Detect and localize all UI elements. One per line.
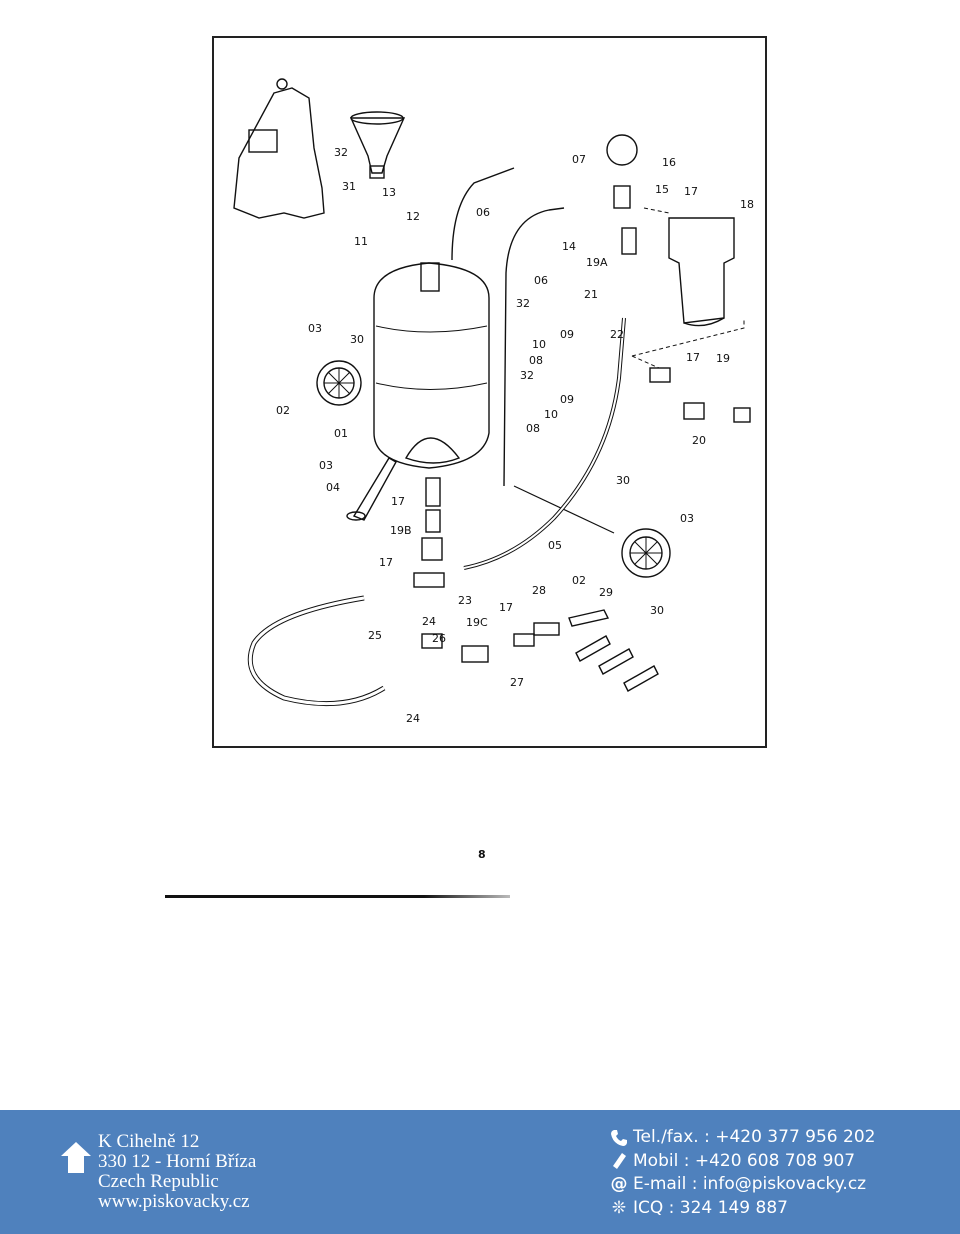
callout-05: 05 [548, 539, 562, 552]
callout-08: 08 [529, 354, 543, 367]
separator-line [165, 895, 510, 898]
callout-25: 25 [368, 629, 382, 642]
callout-08: 08 [526, 422, 540, 435]
phone-icon [605, 1129, 633, 1147]
callout-11: 11 [354, 235, 368, 248]
cart-frame [503, 207, 565, 487]
website-link[interactable]: www.piskovacky.cz [98, 1191, 250, 1212]
callout-06: 06 [476, 206, 490, 219]
address-city: 330 12 - Horní Bříza [98, 1151, 257, 1172]
callout-30: 30 [350, 333, 364, 346]
blast-hose [247, 595, 386, 707]
phone-text[interactable]: Tel./fax. : +420 377 956 202 [633, 1127, 876, 1147]
callout-09: 09 [560, 328, 574, 341]
callout-27: 27 [510, 676, 524, 689]
callout-02: 02 [572, 574, 586, 587]
callout-10: 10 [532, 338, 546, 351]
callout-19c: 19C [466, 616, 488, 629]
bottom-valve [425, 477, 441, 507]
company-address: K Cihelně 12 330 12 - Horní Bříza Czech … [98, 1132, 256, 1212]
contact-phone: Tel./fax. : +420 377 956 202 [605, 1126, 875, 1150]
callout-19a: 19A [586, 256, 608, 269]
blast-hood [233, 87, 325, 219]
callout-19b: 19B [390, 524, 412, 537]
home-icon [61, 1142, 91, 1173]
mobile-text[interactable]: Mobil : +420 608 708 907 [633, 1150, 856, 1171]
water-separator [668, 217, 735, 324]
callout-17: 17 [686, 351, 700, 364]
callout-28: 28 [532, 584, 546, 597]
callout-32: 32 [334, 146, 348, 159]
callout-32: 32 [516, 297, 530, 310]
callout-13: 13 [382, 186, 396, 199]
callout-26: 26 [432, 632, 446, 645]
callout-03: 03 [319, 459, 333, 472]
callout-17: 17 [391, 495, 405, 508]
contact-email: @ E-mail : info@piskovacky.cz [605, 1173, 875, 1197]
callout-10: 10 [544, 408, 558, 421]
callout-12: 12 [406, 210, 420, 223]
callout-02: 02 [276, 404, 290, 417]
callout-20: 20 [692, 434, 706, 447]
callout-17: 17 [379, 556, 393, 569]
left-wheel [316, 360, 362, 406]
contact-list: Tel./fax. : +420 377 956 202 Mobil : +42… [605, 1126, 876, 1221]
callout-09: 09 [560, 393, 574, 406]
callout-01: 01 [334, 427, 348, 440]
callout-06: 06 [534, 274, 548, 287]
right-wheel [621, 528, 671, 578]
callout-32: 32 [520, 369, 534, 382]
icq-flower-icon: ❊ [611, 1197, 627, 1218]
address-street: K Cihelně 12 [98, 1131, 200, 1152]
address-country: Czech Republic [98, 1171, 219, 1192]
page-number: 8 [478, 848, 486, 861]
email-text[interactable]: E-mail : info@piskovacky.cz [633, 1174, 867, 1194]
tank-fill-neck [420, 262, 440, 292]
contact-icq: ❊ ICQ : 324 149 887 [605, 1197, 875, 1221]
at-icon: @ [610, 1174, 628, 1194]
callout-18: 18 [740, 198, 754, 211]
callout-30: 30 [650, 604, 664, 617]
callout-07: 07 [572, 153, 586, 166]
callout-16: 16 [662, 156, 676, 169]
callout-30: 30 [616, 474, 630, 487]
pressure-gauge [606, 134, 638, 166]
tank-bottom-port [404, 437, 461, 464]
callout-03: 03 [308, 322, 322, 335]
callout-19: 19 [716, 352, 730, 365]
callout-31: 31 [342, 180, 356, 193]
callout-17: 17 [684, 185, 698, 198]
icq-text[interactable]: ICQ : 324 149 887 [633, 1197, 788, 1218]
air-hose [463, 317, 626, 570]
mobile-icon [605, 1152, 633, 1170]
pick-up-tube [352, 457, 397, 521]
tank-body [373, 262, 490, 469]
callout-23: 23 [458, 594, 472, 607]
callout-04: 04 [326, 481, 340, 494]
callout-17: 17 [499, 601, 513, 614]
funnel [349, 117, 406, 174]
callout-29: 29 [599, 586, 613, 599]
hood-window [248, 129, 278, 153]
callout-21: 21 [584, 288, 598, 301]
callout-15: 15 [655, 183, 669, 196]
callout-24: 24 [422, 615, 436, 628]
callout-03: 03 [680, 512, 694, 525]
hood-hook [276, 78, 288, 90]
callout-22: 22 [610, 328, 624, 341]
cart-handle [451, 167, 515, 261]
contact-mobile: Mobil : +420 608 708 907 [605, 1150, 875, 1174]
callout-24: 24 [406, 712, 420, 725]
footer-contact-bar: K Cihelně 12 330 12 - Horní Bříza Czech … [0, 1110, 960, 1234]
callout-14: 14 [562, 240, 576, 253]
